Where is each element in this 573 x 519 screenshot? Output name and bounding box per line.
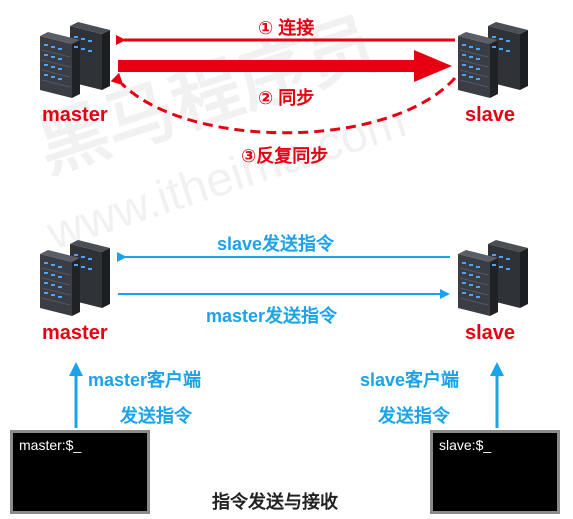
master-terminal[interactable]: master:$_	[10, 430, 150, 514]
master-send-command-client-label: 发送指令	[120, 406, 192, 426]
repeat-sync-arrow	[110, 72, 457, 135]
slave-client-label: slave客户端	[360, 370, 460, 390]
sync-arrow-shaft	[118, 60, 418, 72]
slave-send-command-label: slave发送指令	[217, 234, 335, 254]
master-server-icon-bottom	[34, 238, 114, 318]
slave-server-icon-bottom	[452, 238, 532, 318]
slave-send-command-client-label: 发送指令	[378, 406, 450, 426]
sync-arrow-head	[414, 50, 452, 82]
master-client-arrow-head	[69, 362, 83, 376]
slave-server-icon-top	[452, 20, 532, 100]
step2-sync-label: ② 同步	[258, 88, 315, 108]
master-send-command-label: master发送指令	[206, 306, 338, 326]
slave-label-bottom: slave	[465, 322, 516, 344]
slave-label-top: slave	[465, 104, 516, 126]
diagram-caption: 指令发送与接收	[212, 492, 338, 512]
master-label-bottom: master	[42, 322, 108, 344]
slave-terminal[interactable]: slave:$_	[430, 430, 560, 514]
step3-repeat-sync-label: ③反复同步	[241, 146, 329, 166]
step1-connect-label: ① 连接	[258, 18, 315, 38]
slave-client-arrow-head	[490, 362, 504, 376]
master-label-top: master	[42, 104, 108, 126]
slave-terminal-prompt: slave:$_	[439, 437, 492, 453]
master-server-icon-top	[34, 20, 114, 100]
master-client-label: master客户端	[88, 370, 202, 390]
master-terminal-prompt: master:$_	[19, 437, 82, 453]
